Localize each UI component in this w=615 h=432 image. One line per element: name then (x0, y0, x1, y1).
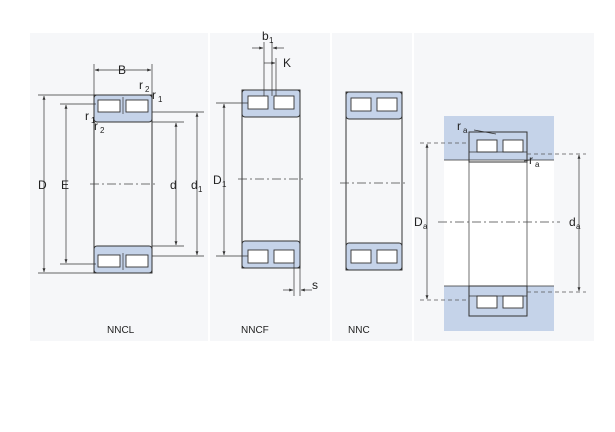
nncf-roller (247, 95, 269, 110)
label-ra-right: r (529, 153, 533, 167)
nncl-roller (125, 254, 149, 268)
mounted-bearing-bottom (468, 285, 528, 317)
nnc-bearing: NNC (340, 91, 408, 336)
label-d-bore: d (170, 178, 177, 192)
caption-nnc: NNC (348, 325, 370, 336)
label-r1-top: r (152, 88, 156, 102)
nncf-roller (247, 249, 269, 264)
label-k: K (283, 56, 291, 70)
label-r2-left: r (94, 119, 98, 133)
nncl-roller (97, 254, 121, 268)
nncf-dimensions (216, 42, 312, 296)
label-r1-left-subscript: 1 (91, 116, 96, 125)
label-d1-outer: D (213, 173, 222, 187)
panel-nncl-background (30, 33, 208, 341)
nncl-labels: B D E d d 1 r 2 r 1 r 1 r 2 NNCL (38, 63, 203, 336)
nncl-bearing (90, 94, 158, 274)
mounting-arrangement (438, 116, 560, 331)
mounting-dimensions (420, 129, 586, 301)
label-r2-top: r (139, 78, 143, 92)
nncf-roller (273, 95, 295, 110)
label-d1-subscript: 1 (198, 185, 203, 194)
nncf-roller (273, 249, 295, 264)
label-ra-right-subscript: a (535, 160, 540, 169)
nncl-dimensions (38, 64, 204, 274)
caption-nncf: NNCF (241, 325, 269, 336)
label-s: s (312, 278, 318, 292)
label-da-shaft: d (569, 215, 576, 229)
label-b1-subscript: 1 (269, 36, 274, 45)
mounted-roller (502, 139, 524, 153)
label-r1-top-subscript: 1 (158, 95, 163, 104)
nncf-labels: b 1 K D 1 s NNCF (213, 29, 318, 336)
panel-nncf-background (210, 33, 330, 341)
label-r2-left-subscript: 2 (100, 126, 105, 135)
mounting-labels: r a r a D a d a (414, 119, 581, 231)
label-d1-outer-subscript: 1 (222, 180, 227, 189)
mounted-roller (476, 139, 498, 153)
label-r1-left: r (85, 109, 89, 123)
label-e: E (61, 178, 69, 192)
label-da-housing-subscript: a (423, 222, 428, 231)
label-da-housing: D (414, 215, 423, 229)
nncl-roller (97, 99, 121, 113)
label-r2-top-subscript: 2 (145, 85, 150, 94)
nnc-roller (376, 249, 398, 264)
label-da-shaft-subscript: a (576, 222, 581, 231)
shaft-clear-area (444, 160, 554, 286)
mounted-roller (502, 295, 524, 309)
mounted-bearing-top (468, 131, 528, 163)
caption-nncl: NNCL (107, 325, 135, 336)
label-ra-top-subscript: a (463, 126, 468, 135)
nnc-roller (350, 249, 372, 264)
label-b1: b (262, 29, 269, 43)
nnc-roller (350, 97, 372, 112)
label-b: B (118, 63, 126, 77)
nncf-bearing (238, 89, 306, 269)
leader-ra-right (523, 159, 531, 162)
nnc-roller (376, 97, 398, 112)
label-d-outer: D (38, 178, 47, 192)
panel-nnc-background (332, 33, 412, 341)
nncl-roller (125, 99, 149, 113)
label-d1: d (191, 178, 198, 192)
leader-ra-top (473, 129, 497, 135)
mounted-roller (476, 295, 498, 309)
label-ra-top: r (457, 119, 461, 133)
